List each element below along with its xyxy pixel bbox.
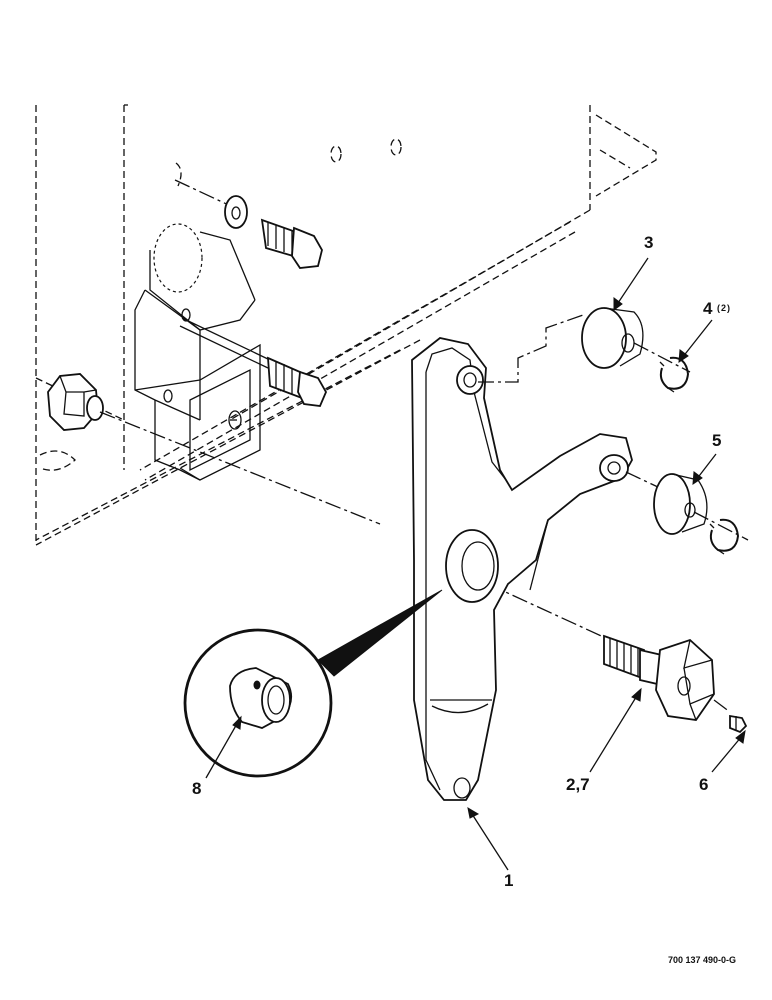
gusset-bracket xyxy=(134,223,261,481)
callout-6: 6 xyxy=(699,775,709,794)
lower-bolt-assembly xyxy=(179,317,328,407)
callout-2-7: 2,7 xyxy=(566,775,590,794)
pivot-arm-part-1 xyxy=(411,337,633,801)
washer-part-3 xyxy=(581,307,644,369)
upper-bolt-assembly xyxy=(174,162,323,269)
shoulder-bolt-part-2-7 xyxy=(603,634,731,721)
washer-part-5 xyxy=(625,471,749,541)
callout-leaders xyxy=(205,257,746,871)
callout-4-quantity: (2) xyxy=(717,303,731,313)
upper-pin-centerline xyxy=(478,313,691,383)
retaining-ring-part-4-upper xyxy=(659,356,690,393)
callout-1: 1 xyxy=(504,871,514,890)
callout-3: 3 xyxy=(644,233,654,252)
bushing-detail-magnifier xyxy=(183,589,443,778)
figure-number: 700 137 490-0-G xyxy=(668,955,737,965)
grease-fitting-part-6 xyxy=(729,714,748,734)
retaining-ring-part-4-lower xyxy=(709,518,740,555)
callout-4: 4 xyxy=(703,299,713,318)
callout-8: 8 xyxy=(192,779,202,798)
hex-nut-left xyxy=(47,373,611,641)
callout-5: 5 xyxy=(712,431,722,450)
